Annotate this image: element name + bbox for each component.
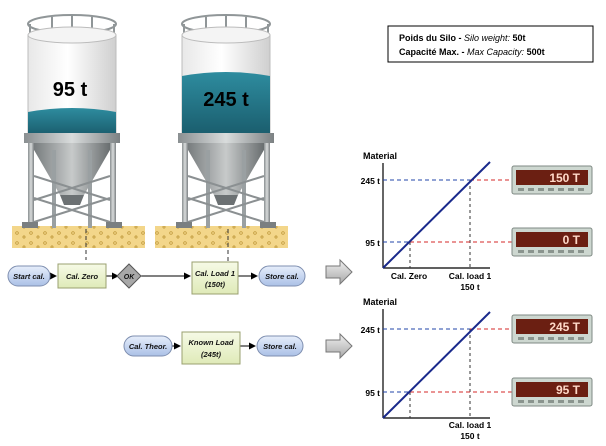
silo-right-label: 245 t <box>203 89 249 111</box>
display-245-value: 245 T <box>549 320 580 334</box>
ok-decision <box>116 263 142 289</box>
silo-left-label: 95 t <box>53 79 88 101</box>
known-load-node <box>181 331 241 365</box>
chart-2: Material 245 t 95 t Cal. load 1 150 t <box>361 297 512 441</box>
arrow-to-chart-2 <box>325 332 353 360</box>
store-cal-node-1 <box>258 265 306 287</box>
chart-2-xtick-load: Cal. load 1 <box>449 420 492 430</box>
chart-2-ytick-245: 245 t <box>361 325 381 335</box>
chart-2-xtick-load-value: 150 t <box>460 431 480 441</box>
chart-1-ytick-245: 245 t <box>361 176 381 186</box>
chart-1-xtick-load: Cal. load 1 <box>449 271 492 281</box>
flow-1: Start cal. Cal. Zero OK Cal. Load 1 (150… <box>7 261 306 295</box>
info-box <box>387 25 594 63</box>
chart-2-line <box>382 311 491 419</box>
chart-1-xtick-load-value: 150 t <box>460 282 480 292</box>
chart-1-ylabel: Material <box>363 151 397 161</box>
flow-2: Cal. Theor. Known Load (245t) Store cal. <box>123 331 304 365</box>
silo-right-material <box>182 72 270 135</box>
silo-left-material <box>28 108 116 135</box>
ground-strip-left <box>12 226 145 248</box>
cal-load-line1: Cal. Load 1 <box>195 269 235 278</box>
arrow-to-chart-1 <box>325 258 353 286</box>
silo-left <box>22 14 122 228</box>
cal-zero-node <box>57 263 107 289</box>
display-95: 95 T <box>511 377 593 407</box>
known-load-line2: (245t) <box>201 350 222 359</box>
ground-strip-right <box>155 226 288 248</box>
display-150-value: 150 T <box>549 171 580 185</box>
silo-right <box>176 14 276 228</box>
display-0: 0 T <box>511 227 593 257</box>
display-245: 245 T <box>511 314 593 344</box>
known-load-line1: Known Load <box>189 338 234 347</box>
start-cal-label: Start cal. <box>13 272 45 281</box>
chart-2-ylabel: Material <box>363 297 397 307</box>
cal-load-line2: (150t) <box>205 280 226 289</box>
store-cal-label-1: Store cal. <box>265 272 299 281</box>
chart-1: Material 245 t 95 t Cal. Zero Cal. load … <box>361 151 512 292</box>
cal-theor-node <box>123 335 173 357</box>
cal-theor-label: Cal. Theor. <box>129 342 167 351</box>
chart-1-ytick-95: 95 t <box>365 238 380 248</box>
cal-zero-label: Cal. Zero <box>66 272 99 281</box>
display-0-value: 0 T <box>563 233 581 247</box>
info-max-capacity: Capacité Max. - Max Capacity: 500t <box>399 47 545 57</box>
display-95-value: 95 T <box>556 383 581 397</box>
start-cal-node <box>7 265 51 287</box>
store-cal-node-2 <box>256 335 304 357</box>
ok-label: OK <box>124 274 135 281</box>
chart-1-xtick-zero: Cal. Zero <box>391 271 427 281</box>
display-150: 150 T <box>511 165 593 195</box>
store-cal-label-2: Store cal. <box>263 342 297 351</box>
info-silo-weight: Poids du Silo - Silo weight: 50t <box>399 33 526 43</box>
chart-2-ytick-95: 95 t <box>365 388 380 398</box>
cal-load-node <box>191 261 239 295</box>
chart-1-line <box>382 161 491 269</box>
